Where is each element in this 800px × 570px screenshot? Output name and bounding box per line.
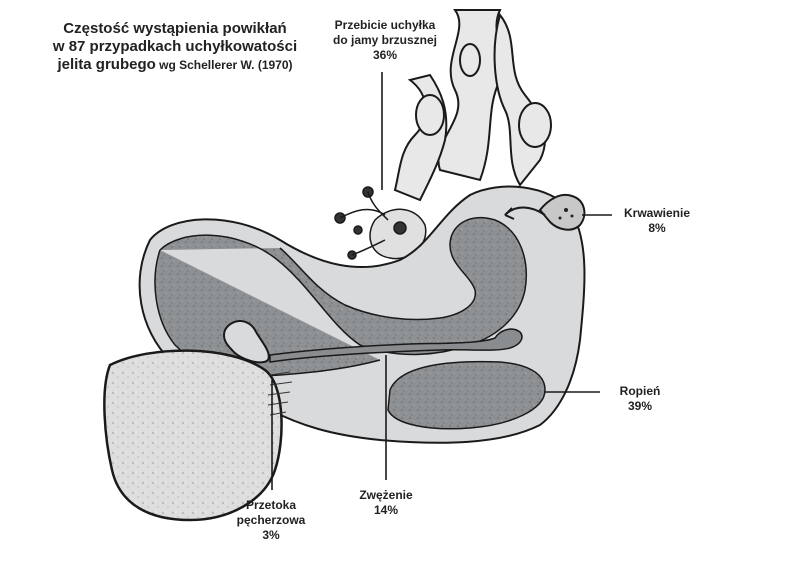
label-bleeding-line1: Krwawienie [623, 206, 691, 220]
title-line-2: w 87 przypadkach uchyłkowatości [52, 38, 298, 55]
label-fistula: Przetoka pęcherzowa 3% [226, 498, 316, 543]
leader-lines [271, 72, 612, 490]
label-fistula-line2: pęcherzowa [236, 513, 306, 527]
label-perforation-line2: do jamy brzusznej [332, 33, 438, 47]
bleeding-diverticulum [504, 194, 586, 231]
label-abscess: Ropień 39% [600, 384, 680, 414]
label-stricture-value: 14% [373, 503, 399, 517]
fistula-tract [267, 371, 293, 416]
label-stricture-line1: Zwężenie [359, 488, 413, 502]
title-line-3: jelita grubego wg Schellerer W. (1970) [20, 56, 330, 74]
title-citation: wg Schellerer W. (1970) [155, 58, 293, 72]
diagram-title: Częstość wystąpienia powikłań w 87 przyp… [20, 20, 330, 74]
label-abscess-line1: Ropień [619, 384, 661, 398]
label-stricture: Zwężenie 14% [346, 488, 426, 518]
label-bleeding: Krwawienie 8% [612, 206, 702, 236]
label-fistula-line1: Przetoka [245, 498, 297, 512]
stricture-lumen [269, 328, 523, 363]
title-line-1: Częstość wystąpienia powikłań [63, 20, 287, 37]
abscess-cavity [387, 360, 546, 430]
label-bleeding-value: 8% [648, 221, 666, 235]
bladder [103, 349, 283, 522]
label-perforation: Przebicie uchyłka do jamy brzusznej 36% [320, 18, 450, 63]
label-abscess-value: 39% [627, 399, 653, 413]
label-fistula-value: 3% [262, 528, 280, 542]
title-line-3-main: jelita grubego [57, 56, 156, 73]
label-perforation-value: 36% [372, 48, 398, 62]
label-perforation-line1: Przebicie uchyłka [334, 18, 436, 32]
fistula-diverticulum [222, 320, 270, 364]
mesentery [393, 9, 552, 202]
